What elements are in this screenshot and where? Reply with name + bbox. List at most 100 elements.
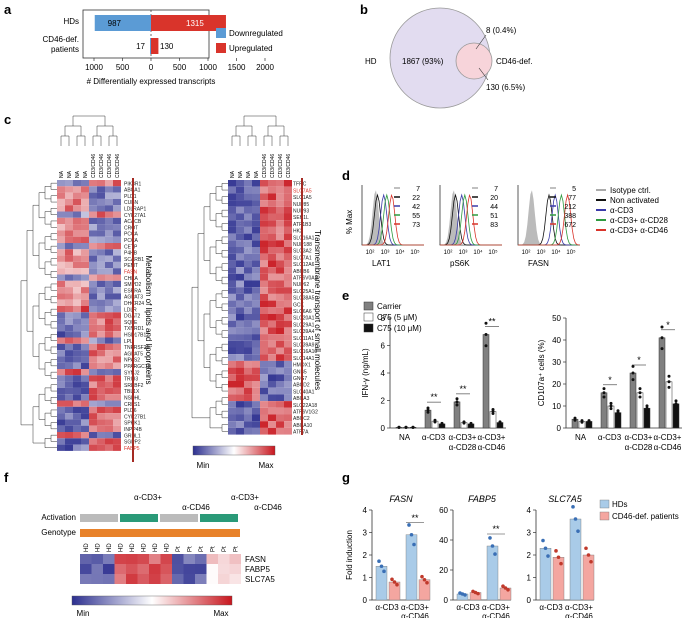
heatmap-cell xyxy=(73,186,81,193)
heatmap-cell xyxy=(113,350,121,357)
heatmap-cell xyxy=(183,554,195,564)
data-point xyxy=(490,544,495,548)
heatmap-cell xyxy=(89,230,97,237)
flow-x-tick: 10² xyxy=(366,250,375,256)
heatmap-cell xyxy=(65,198,73,206)
dendrogram-branch xyxy=(92,135,102,146)
data-point xyxy=(506,588,510,592)
heatmap-cell xyxy=(113,356,121,363)
heatmap-cell xyxy=(244,307,252,314)
isotype-histogram xyxy=(518,190,580,245)
heatmap-cell xyxy=(113,261,121,269)
heatmap-cell xyxy=(268,220,276,227)
heatmap-cell xyxy=(244,260,252,268)
heatmap-cell xyxy=(228,381,236,388)
dendrogram-branch xyxy=(50,321,57,329)
heatmap-scale-min: Min xyxy=(197,461,210,470)
heatmap-cell xyxy=(81,400,89,407)
heatmap-cell xyxy=(65,255,73,262)
dendrogram-branch xyxy=(44,236,51,250)
heatmap-cell xyxy=(113,375,121,382)
flow-x-tick: 10² xyxy=(444,250,453,256)
legend-label: HDs xyxy=(612,500,628,509)
heatmap-cell xyxy=(105,249,113,256)
heatmap-cell xyxy=(113,381,121,388)
heatmap-cell xyxy=(228,226,236,234)
heatmap-cell xyxy=(89,211,97,218)
dendrogram-branch xyxy=(247,135,257,146)
heatmap-cell xyxy=(65,230,73,237)
heatmap-cell xyxy=(89,306,97,313)
data-point xyxy=(602,391,606,395)
column-label: NA xyxy=(59,170,65,178)
heatmap-cell xyxy=(73,356,81,363)
heatmap-cell xyxy=(89,293,97,300)
mfi-value: 77 xyxy=(568,195,576,202)
y-tick-label: 50 xyxy=(552,314,561,323)
dendrogram-branch xyxy=(50,195,57,203)
dendrogram-branch xyxy=(50,397,57,404)
gene-label: TBL1X xyxy=(124,389,140,395)
dendrogram-branch xyxy=(221,330,228,338)
sample-label: Pt xyxy=(233,546,239,552)
heatmap-cell xyxy=(244,220,252,227)
heatmap-cell xyxy=(97,274,105,281)
y-tick-label: 2 xyxy=(381,397,386,406)
heatmap-cell xyxy=(73,192,81,199)
heatmap-cell xyxy=(252,334,260,341)
heatmap-cell xyxy=(252,327,260,335)
sample-label: HD xyxy=(164,543,170,552)
heatmap-cell xyxy=(244,293,252,301)
heatmap-cell xyxy=(113,293,121,300)
flow-x-label: LAT1 xyxy=(372,259,391,268)
heatmap-cell xyxy=(81,211,89,218)
heatmap-cell xyxy=(73,444,81,451)
column-label: NA xyxy=(238,170,244,178)
heatmap-cell xyxy=(65,217,73,225)
heatmap-cell xyxy=(73,255,81,262)
heatmap-cell xyxy=(244,367,252,375)
heatmap-cell xyxy=(73,387,81,395)
data-point xyxy=(660,347,664,351)
heatmap-cell xyxy=(81,324,89,332)
heatmap-cell xyxy=(81,343,89,351)
heatmap-cell xyxy=(284,273,292,281)
legend-down: Downregulated xyxy=(229,29,283,38)
heatmap-cell xyxy=(268,334,276,341)
mfi-value: 388 xyxy=(564,213,576,220)
heatmap-cell xyxy=(228,401,236,408)
heatmap-cell xyxy=(81,280,89,288)
dendrogram-branch xyxy=(50,182,57,190)
heatmap-cell xyxy=(252,220,260,227)
column-label: CD3/CD46 xyxy=(107,154,113,178)
heatmap-cell xyxy=(268,314,276,321)
gene-label: CYP27B1 xyxy=(124,414,146,420)
heatmap-cell xyxy=(229,564,241,574)
heatmap-cell xyxy=(236,334,244,341)
y-tick-label: 0 xyxy=(363,596,368,605)
data-point xyxy=(484,333,488,336)
heatmap-cell xyxy=(73,306,81,313)
data-point xyxy=(556,555,561,560)
heatmap-cell xyxy=(268,186,276,194)
gene-title: FASN xyxy=(389,494,413,504)
heatmap-cell xyxy=(276,220,284,227)
heatmap-cell xyxy=(97,343,105,351)
significance: ** xyxy=(488,317,496,327)
heatmap-cell xyxy=(268,421,276,428)
heatmap-cell xyxy=(252,314,260,321)
heatmap-cell xyxy=(244,280,252,288)
panel-f-scale-bar xyxy=(71,595,233,606)
heatmap-cell xyxy=(57,331,65,338)
heatmap-cell xyxy=(81,243,89,250)
data-point xyxy=(440,422,444,426)
heatmap-cell xyxy=(105,192,113,199)
heatmap-cell xyxy=(252,247,260,254)
heatmap-cell xyxy=(89,280,97,288)
gene-label: SLC39A4 xyxy=(293,329,315,335)
heatmap-cell xyxy=(268,240,276,247)
heatmap-cell xyxy=(172,574,184,584)
heatmap-cell xyxy=(103,554,115,564)
heatmap-cell xyxy=(236,220,244,227)
dendrogram-branch xyxy=(215,320,222,335)
